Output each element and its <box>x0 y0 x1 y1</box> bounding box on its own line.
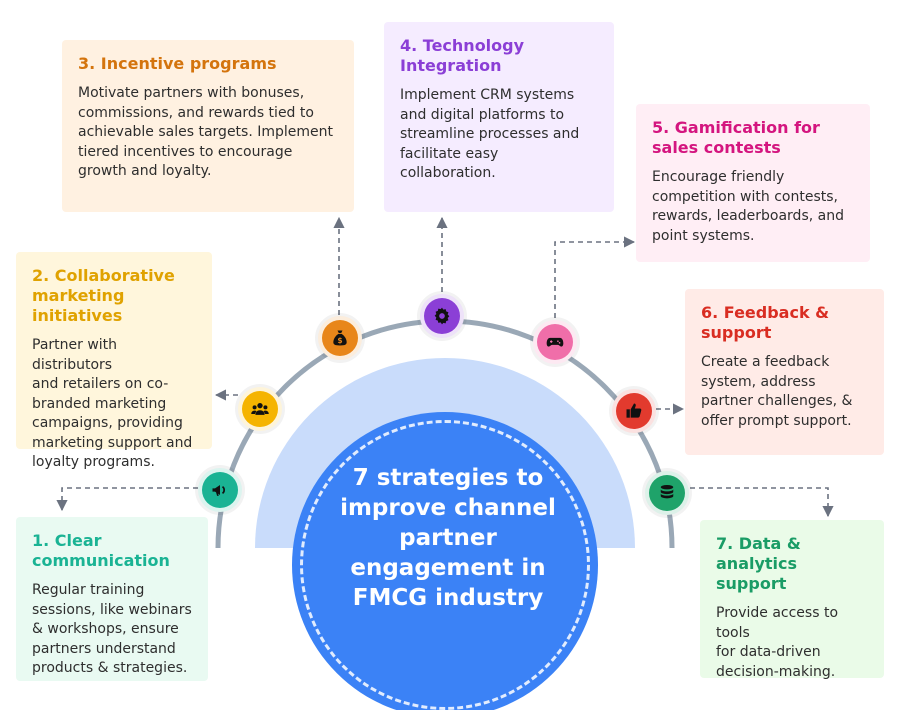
users-icon <box>238 387 282 431</box>
strategy-card-5: 5. Gamification for sales contests Encou… <box>636 104 870 262</box>
strategy-card-3: 3. Incentive programs Motivate partners … <box>62 40 354 212</box>
connector-1 <box>56 487 198 512</box>
strategy-1-title: 1. Clear communication <box>32 531 170 570</box>
connector-5 <box>554 236 636 318</box>
strategy-6-text: Create a feedback system, address partne… <box>701 354 853 429</box>
strategy-card-6: 6. Feedback & support Create a feedback … <box>685 289 884 455</box>
strategy-card-2: 2. Collaborative marketing initiatives P… <box>16 252 212 470</box>
strategy-2-text: Partner with distributors and retailers … <box>32 337 193 470</box>
database-icon <box>645 471 689 515</box>
strategy-7-text: Provide access to tools for data-driven … <box>716 605 839 680</box>
strategy-3-text: Motivate partners with bonuses, commissi… <box>78 85 334 179</box>
svg-text:$: $ <box>337 336 342 345</box>
strategy-4-title: 4. Technology Integration <box>400 36 525 75</box>
strategy-card-4: 4. Technology Integration Implement CRM … <box>384 22 614 212</box>
strategy-5-title: 5. Gamification for sales contests <box>652 118 820 157</box>
gamepad-icon <box>533 320 577 364</box>
center-title: 7 strategies to improve channel partner … <box>340 465 556 611</box>
strategy-2-title: 2. Collaborative marketing initiatives <box>32 266 175 325</box>
gear-icon <box>420 294 464 338</box>
megaphone-icon <box>198 468 242 512</box>
center-title-circle: 7 strategies to improve channel partner … <box>300 420 590 710</box>
strategy-5-text: Encourage friendly competition with cont… <box>652 169 844 244</box>
strategy-4-text: Implement CRM systems and digital platfo… <box>400 87 580 181</box>
strategy-1-text: Regular training sessions, like webinars… <box>32 582 192 676</box>
money-bag-icon: $ <box>318 316 362 360</box>
connector-7 <box>690 487 834 518</box>
strategy-card-7: 7. Data & analytics support Provide acce… <box>700 520 884 680</box>
strategy-3-title: 3. Incentive programs <box>78 54 277 73</box>
thumbs-up-icon <box>612 389 656 433</box>
strategy-6-title: 6. Feedback & support <box>701 303 830 342</box>
strategy-7-title: 7. Data & analytics support <box>716 534 801 593</box>
strategy-card-1: 1. Clear communication Regular training … <box>16 517 208 681</box>
